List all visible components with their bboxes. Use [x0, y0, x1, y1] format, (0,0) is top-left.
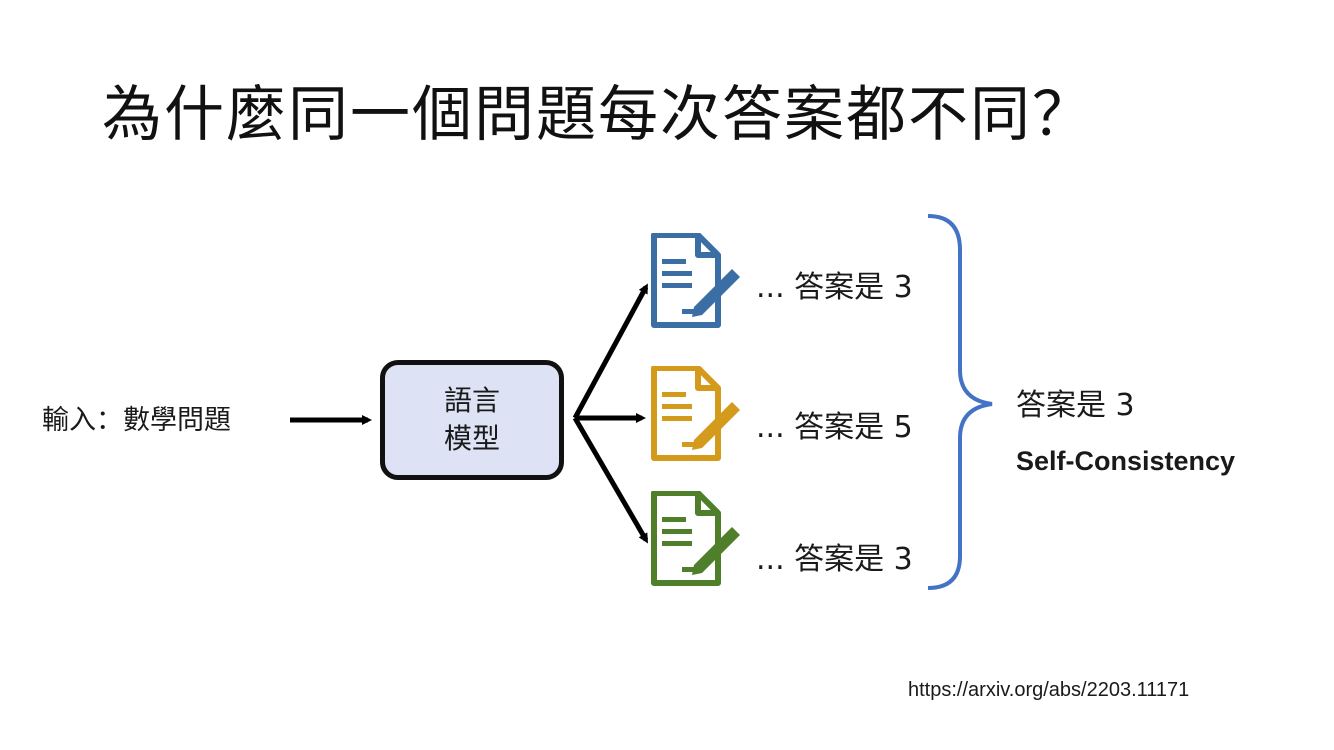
input-label: 輸入：數學問題: [42, 405, 231, 436]
curly-brace: [927, 214, 993, 590]
document-pen-icon: [651, 491, 740, 586]
answer-text-2: ... 答案是 5: [756, 410, 913, 445]
document-pen-icon: [651, 233, 740, 328]
answer-text-3: ... 答案是 3: [756, 542, 913, 577]
model-label-line1: 語言: [443, 384, 500, 417]
language-model-box: 語言 模型: [380, 360, 564, 480]
answer-text-1: ... 答案是 3: [756, 270, 913, 305]
final-answer: 答案是 3: [1016, 388, 1135, 423]
reference-link[interactable]: https://arxiv.org/abs/2203.11171: [908, 679, 1190, 701]
slide-title: 為什麼同一個問題每次答案都不同？: [102, 80, 1094, 150]
model-label-line2: 模型: [443, 422, 500, 455]
method-label: Self-Consistency: [1016, 446, 1236, 476]
document-pen-icon: [651, 366, 740, 461]
arrow-to-answer-3: [572, 416, 649, 544]
arrow-to-answer-1: [572, 283, 649, 420]
